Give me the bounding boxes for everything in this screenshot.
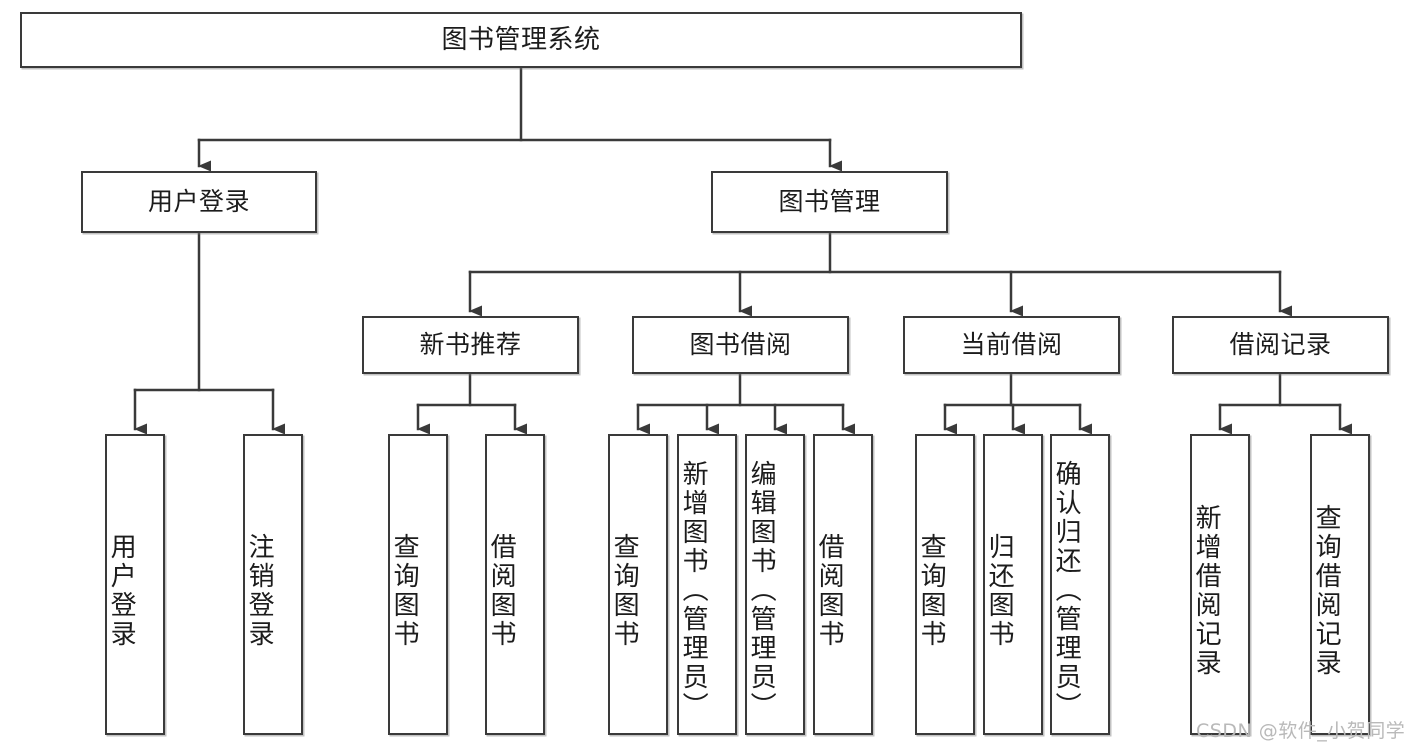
node-book-borrow-label: 图书借阅 (689, 330, 792, 360)
leaf-node-label: 归还图书 (984, 532, 1015, 649)
leaf-node[interactable]: 借阅图书 (485, 434, 545, 735)
leaf-node-label: 查询图书 (916, 532, 947, 649)
node-root[interactable]: 图书管理系统 (20, 12, 1022, 68)
leaf-node-label: 确认归还（管理员） (1051, 460, 1082, 721)
node-book-management[interactable]: 图书管理 (711, 171, 948, 233)
leaf-node[interactable]: 借阅图书 (813, 434, 873, 735)
leaf-node[interactable]: 查询借阅记录 (1310, 434, 1370, 735)
node-user-login-label: 用户登录 (147, 187, 250, 217)
node-root-label: 图书管理系统 (441, 24, 601, 55)
leaf-node-label: 新增借阅记录 (1191, 503, 1222, 678)
leaf-node-label: 查询图书 (609, 532, 640, 649)
leaf-node[interactable]: 归还图书 (983, 434, 1043, 735)
leaf-node-label: 查询借阅记录 (1311, 503, 1342, 678)
leaf-node-label: 编辑图书（管理员） (746, 460, 777, 721)
leaf-node-label: 借阅图书 (814, 532, 845, 649)
leaf-node-label: 新增图书（管理员） (678, 460, 709, 721)
node-user-login[interactable]: 用户登录 (81, 171, 317, 233)
node-borrow-record-label: 借阅记录 (1229, 330, 1332, 360)
leaf-node-label: 注销登录 (244, 532, 275, 649)
leaf-node[interactable]: 新增图书（管理员） (677, 434, 737, 735)
node-new-book-recommend[interactable]: 新书推荐 (362, 316, 579, 374)
node-book-management-label: 图书管理 (778, 187, 881, 217)
leaf-node[interactable]: 查询图书 (388, 434, 448, 735)
leaf-node[interactable]: 确认归还（管理员） (1050, 434, 1110, 735)
node-book-borrow[interactable]: 图书借阅 (632, 316, 849, 374)
leaf-node[interactable]: 注销登录 (243, 434, 303, 735)
node-current-borrow[interactable]: 当前借阅 (903, 316, 1120, 374)
leaf-node[interactable]: 查询图书 (608, 434, 668, 735)
leaf-node[interactable]: 用户登录 (105, 434, 165, 735)
node-current-borrow-label: 当前借阅 (960, 330, 1063, 360)
leaf-node-label: 查询图书 (389, 532, 420, 649)
leaf-node[interactable]: 查询图书 (915, 434, 975, 735)
node-new-book-recommend-label: 新书推荐 (419, 330, 522, 360)
node-borrow-record[interactable]: 借阅记录 (1172, 316, 1389, 374)
leaf-node[interactable]: 编辑图书（管理员） (745, 434, 805, 735)
leaf-node[interactable]: 新增借阅记录 (1190, 434, 1250, 735)
leaf-node-label: 用户登录 (106, 532, 137, 649)
leaf-node-label: 借阅图书 (486, 532, 517, 649)
